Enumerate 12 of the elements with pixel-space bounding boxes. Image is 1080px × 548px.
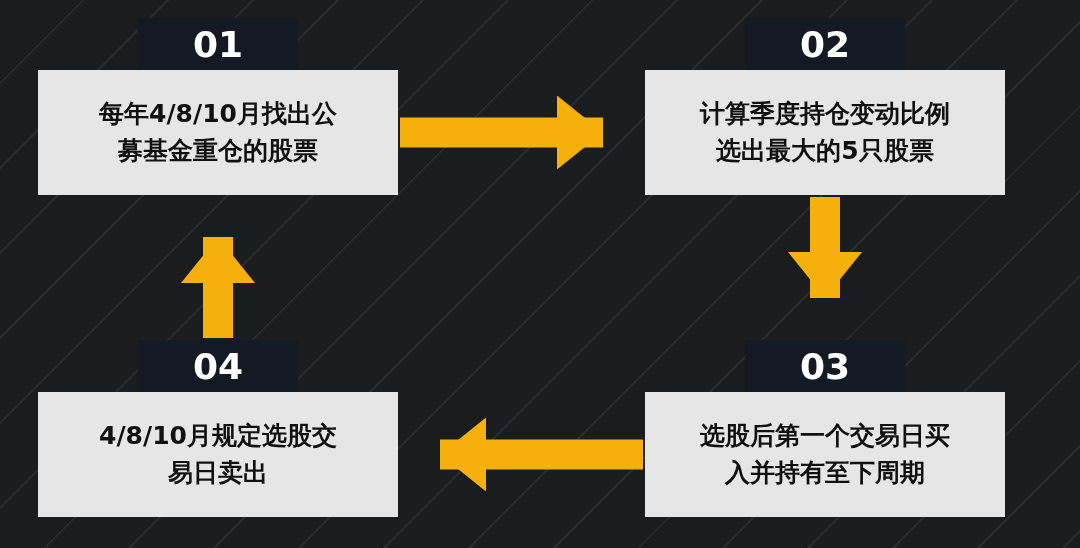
step-number: 02	[745, 18, 905, 70]
step-description: 4/8/10月规定选股交易日卖出	[38, 392, 398, 517]
step-description: 计算季度持仓变动比例选出最大的5只股票	[645, 70, 1005, 195]
arrow	[181, 237, 255, 338]
arrow	[788, 197, 862, 298]
arrow	[440, 417, 643, 492]
step-number: 03	[745, 340, 905, 392]
arrow	[400, 95, 603, 170]
step-number: 01	[138, 18, 298, 70]
step-description: 选股后第一个交易日买入并持有至下周期	[645, 392, 1005, 517]
step-description: 每年4/8/10月找出公募基金重仓的股票	[38, 70, 398, 195]
step-number: 04	[138, 340, 298, 392]
